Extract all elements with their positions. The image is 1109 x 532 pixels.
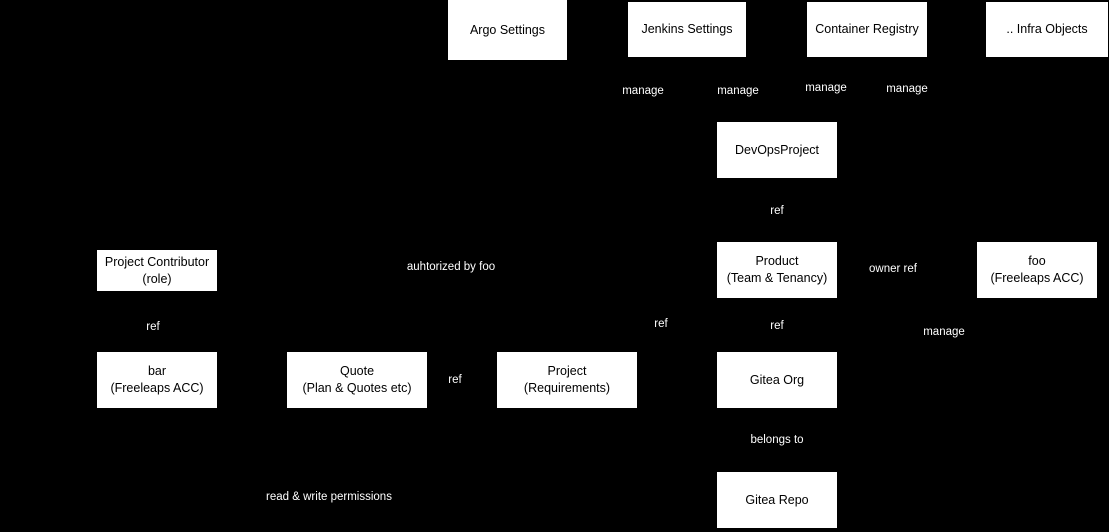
node-label-line: DevOpsProject bbox=[734, 142, 820, 157]
diagram-node-project-contributor: Project Contributor (role) bbox=[97, 250, 217, 291]
diagram-node-infra-objects: .. Infra Objects bbox=[986, 2, 1108, 57]
edge-label-owner-ref: owner ref bbox=[866, 262, 920, 278]
edge-label-authorized-by-foo: auhtorized by foo bbox=[403, 260, 499, 276]
node-label-line: Jenkins Settings bbox=[641, 22, 733, 37]
diagram-node-quote: Quote (Plan & Quotes etc) bbox=[287, 352, 427, 408]
diagram-node-product: Product (Team & Tenancy) bbox=[717, 242, 837, 298]
edge-label-ref-contributor-bar: ref bbox=[143, 320, 163, 336]
diagram-node-foo-account: foo (Freeleaps ACC) bbox=[977, 242, 1097, 298]
node-label-line: (Team & Tenancy) bbox=[726, 271, 828, 285]
diagram-node-gitea-repo: Gitea Repo bbox=[717, 472, 837, 528]
diagram-node-jenkins-settings: Jenkins Settings bbox=[628, 2, 746, 57]
edge-label-ref-product-gitea-org: ref bbox=[767, 319, 787, 335]
node-label-line: Container Registry bbox=[815, 22, 919, 37]
edge-label-manage-registry: manage bbox=[802, 81, 850, 97]
node-label-line: (Freeleaps ACC) bbox=[110, 381, 204, 395]
node-label-line: Quote bbox=[339, 364, 375, 379]
diagram-node-gitea-org: Gitea Org bbox=[717, 352, 837, 408]
node-label-line: Project Contributor bbox=[104, 254, 210, 269]
edge-label-read-write-permissions: read & write permissions bbox=[263, 490, 395, 506]
node-label-line: Argo Settings bbox=[469, 22, 546, 37]
diagram-node-argo-settings: Argo Settings bbox=[448, 0, 567, 60]
node-label-line: Gitea Repo bbox=[745, 492, 809, 507]
node-label-line: foo bbox=[1028, 254, 1046, 269]
node-label-line: bar bbox=[147, 364, 167, 379]
diagram-node-container-registry: Container Registry bbox=[807, 2, 927, 57]
edge-label-manage-jenkins: manage bbox=[714, 84, 762, 100]
node-label-line: Product bbox=[755, 254, 799, 269]
edge-label-manage-foo: manage bbox=[920, 325, 968, 341]
node-label-line: Gitea Org bbox=[749, 372, 805, 387]
node-label-line: (Requirements) bbox=[523, 381, 611, 395]
diagram-node-project: Project (Requirements) bbox=[497, 352, 637, 408]
node-label-line: (role) bbox=[142, 271, 172, 286]
edge-label-manage-infra: manage bbox=[883, 82, 931, 98]
node-label-line: .. Infra Objects bbox=[1006, 22, 1088, 37]
edge-label-ref-project-product: ref bbox=[651, 317, 671, 333]
node-label-line: Project bbox=[547, 364, 587, 379]
edge-label-ref-quote-project: ref bbox=[445, 373, 465, 389]
node-label-line: (Plan & Quotes etc) bbox=[302, 381, 412, 395]
edge-label-manage-argo: manage bbox=[619, 84, 667, 100]
edge-label-ref-devops-product: ref bbox=[767, 204, 787, 220]
diagram-node-devops-project: DevOpsProject bbox=[717, 122, 837, 178]
node-label-line: (Freeleaps ACC) bbox=[990, 271, 1084, 285]
diagram-node-bar-account: bar (Freeleaps ACC) bbox=[97, 352, 217, 408]
edge-label-belongs-to: belongs to bbox=[747, 433, 807, 449]
